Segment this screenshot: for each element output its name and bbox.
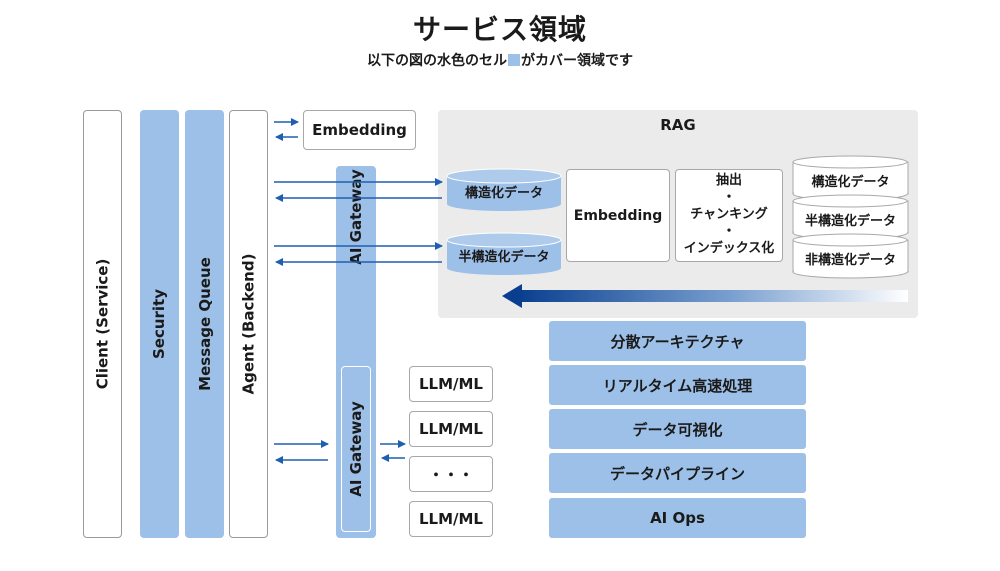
- process-dot-1: ・: [722, 190, 736, 206]
- security-column: Security: [140, 110, 179, 538]
- model-box-4: LLM/ML: [409, 501, 493, 537]
- security-column-label: Security: [150, 288, 169, 360]
- process-dot-2: ・: [722, 223, 736, 239]
- rag-embedding-box: Embedding: [566, 169, 670, 262]
- feature-data-visualization: データ可視化: [549, 409, 806, 449]
- page-subtitle: 以下の図の水色のセルがカバー領域です: [0, 50, 1000, 70]
- message-queue-column-label: Message Queue: [195, 257, 214, 391]
- source-semistructured-label: 半構造化データ: [804, 213, 896, 229]
- process-chunking: チャンキング: [690, 207, 768, 223]
- agent-column: Agent (Backend): [229, 110, 268, 538]
- model-box-2: LLM/ML: [409, 411, 493, 447]
- model-box-1: LLM/ML: [409, 366, 493, 402]
- source-structured-label: 構造化データ: [811, 174, 890, 190]
- rag-process-box: 抽出 ・ チャンキング ・ インデックス化: [675, 169, 783, 262]
- feature-realtime-processing: リアルタイム高速処理: [549, 365, 806, 405]
- input-semistructured-label: 半構造化データ: [458, 249, 550, 265]
- process-extract: 抽出: [715, 173, 742, 189]
- rag-label: RAG: [660, 116, 696, 134]
- model-box-ellipsis: ・・・: [409, 456, 493, 492]
- ai-gateway-bottom-label: AI Gateway: [347, 401, 365, 497]
- agent-column-label: Agent (Backend): [239, 253, 258, 395]
- feature-data-pipeline: データパイプライン: [549, 453, 806, 493]
- process-indexing: インデックス化: [683, 240, 775, 256]
- message-queue-column: Message Queue: [185, 110, 224, 538]
- feature-ai-ops: AI Ops: [549, 498, 806, 538]
- embedding-top-box: Embedding: [303, 110, 416, 150]
- subtitle-text-after: がカバー領域です: [521, 53, 633, 69]
- input-structured-label: 構造化データ: [464, 185, 543, 201]
- subtitle-text-before: 以下の図の水色のセル: [367, 53, 507, 69]
- client-column-label: Client (Service): [93, 258, 112, 390]
- client-column: Client (Service): [83, 110, 122, 538]
- ai-gateway-top-label: AI Gateway: [347, 169, 365, 265]
- page-title: サービス領域: [412, 13, 587, 46]
- ai-gateway-inner-box: AI Gateway: [341, 366, 371, 532]
- legend-swatch: [508, 54, 520, 66]
- feature-distributed-architecture: 分散アーキテクチャ: [549, 321, 806, 361]
- source-unstructured-label: 非構造化データ: [804, 252, 896, 268]
